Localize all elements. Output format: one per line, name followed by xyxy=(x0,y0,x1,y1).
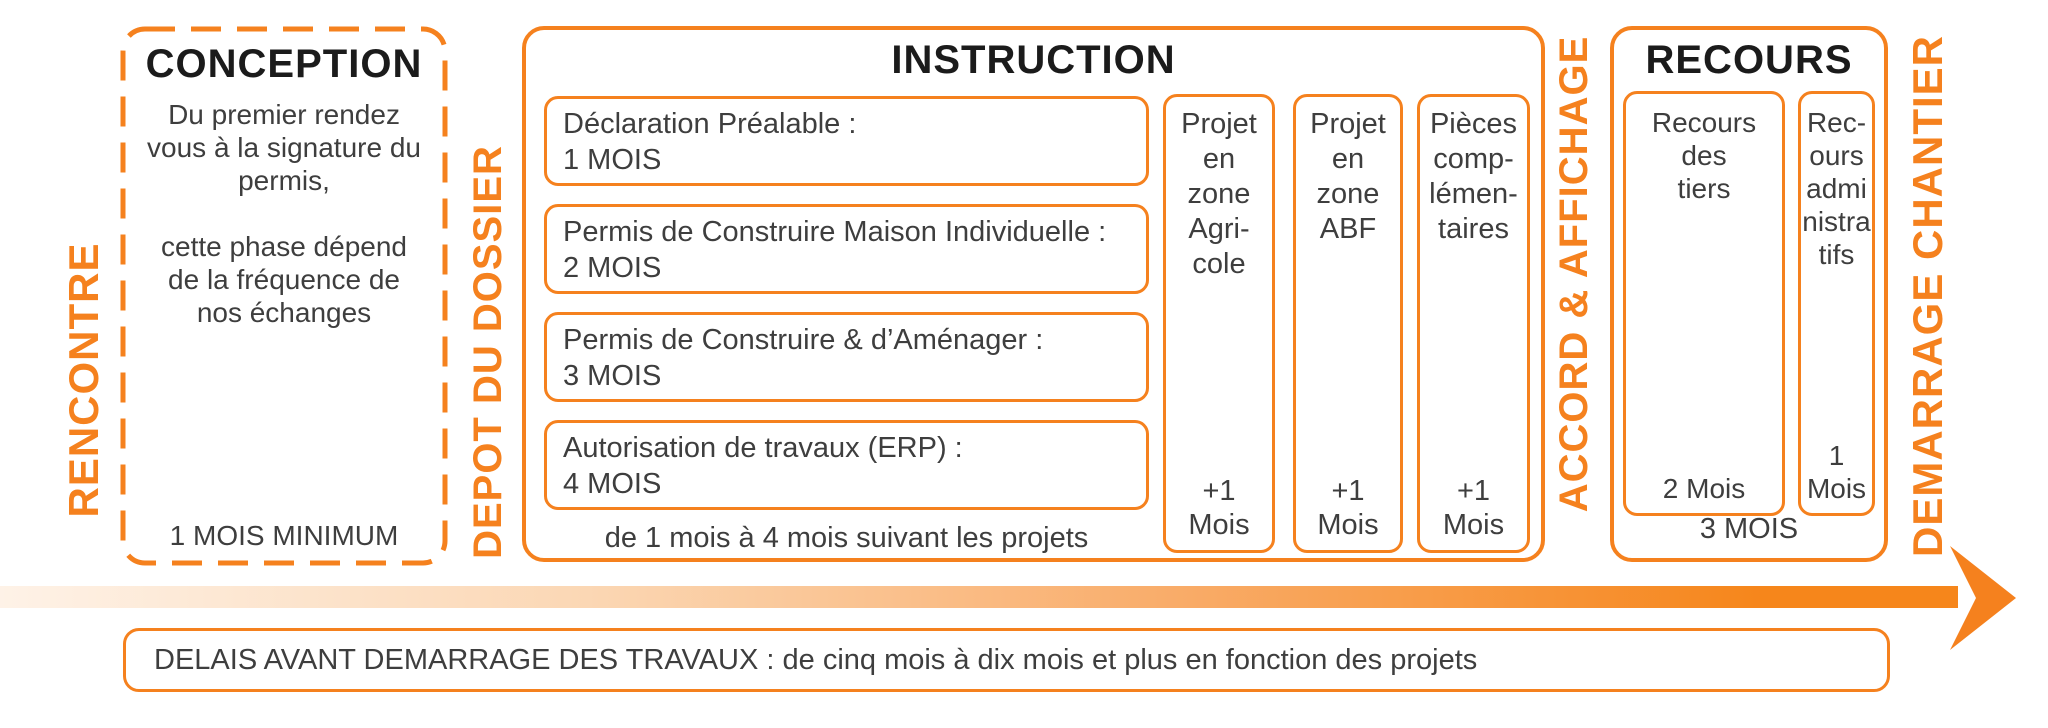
recours-title: RECOURS xyxy=(1645,38,1853,82)
side-box-label: Projet en zone ABF xyxy=(1296,97,1400,247)
recours-des-tiers-box: Recours des tiers 2 Mois xyxy=(1623,91,1785,516)
recours-box-label-line: tiers xyxy=(1677,173,1731,204)
side-box-extra-duration: +1 Mois xyxy=(1162,474,1276,542)
conception-description: Du premier rendez vous à la signature du… xyxy=(120,98,448,329)
side-box-extra-line: +1 xyxy=(1202,475,1236,507)
recours-box-label-line: admi xyxy=(1806,173,1867,204)
side-box-label-line: cole xyxy=(1192,248,1246,280)
stage-label-rencontre-text: RENCONTRE xyxy=(60,242,107,518)
recours-box-duration-line: 1 xyxy=(1828,440,1845,471)
instruction-item-duration: 2 MOIS xyxy=(563,252,662,284)
side-box-extra-duration: +1 Mois xyxy=(1416,474,1531,542)
instruction-item-label: Permis de Construire & d’Aménager : xyxy=(563,324,1044,356)
stage-label-rencontre: RENCONTRE xyxy=(59,160,109,600)
side-box-label-line: Agri- xyxy=(1188,213,1250,245)
side-box-extra-duration: +1 Mois xyxy=(1292,474,1404,542)
delais-note-box: DELAIS AVANT DEMARRAGE DES TRAVAUX : de … xyxy=(123,628,1890,692)
instruction-caption: de 1 mois à 4 mois suivant les projets xyxy=(604,522,1089,554)
instruction-item-label: Déclaration Préalable : xyxy=(563,108,857,140)
instruction-item-duration: 4 MOIS xyxy=(563,468,662,500)
instruction-item-label: Autorisation de travaux (ERP) : xyxy=(563,432,963,464)
conception-description-line: Du premier rendez xyxy=(168,99,400,130)
conception-title: CONCEPTION xyxy=(145,42,423,86)
instruction-item-permis-maison-individuelle: Permis de Construire Maison Individuelle… xyxy=(544,204,1149,294)
side-box-label-line: zone xyxy=(1187,178,1251,210)
side-box-label-line: Projet xyxy=(1310,108,1386,140)
instruction-box: INSTRUCTION Déclaration Préalable : 1 MO… xyxy=(522,26,1545,562)
side-box-extra-line: Mois xyxy=(1317,509,1379,541)
side-box-label: Pièces comp- lémen- taires xyxy=(1420,97,1527,247)
recours-box-label-line: tifs xyxy=(1818,239,1855,270)
stage-label-depot-du-dossier: DEPOT DU DOSSIER xyxy=(463,122,513,582)
recours-box: RECOURS Recours des tiers 2 Mois Rec- ou… xyxy=(1610,26,1888,562)
recours-box-label-line: Rec- xyxy=(1806,107,1867,138)
instruction-item-duration: 1 MOIS xyxy=(563,144,662,176)
side-box-extra-line: +1 xyxy=(1456,475,1491,507)
conception-duration: 1 MOIS MINIMUM xyxy=(169,520,399,551)
conception-description-line: de la fréquence de xyxy=(168,264,400,295)
side-box-zone-agricole: Projet en zone Agri- cole +1 Mois xyxy=(1163,94,1275,553)
stage-label-accord-text: ACCORD & AFFICHAGE xyxy=(1551,35,1596,513)
instruction-item-autorisation-travaux-erp: Autorisation de travaux (ERP) : 4 MOIS xyxy=(544,420,1149,510)
instruction-item-duration: 3 MOIS xyxy=(563,360,662,392)
instruction-item-permis-construire-amenager: Permis de Construire & d’Aménager : 3 MO… xyxy=(544,312,1149,402)
side-box-zone-abf: Projet en zone ABF +1 Mois xyxy=(1293,94,1403,553)
instruction-title: INSTRUCTION xyxy=(891,38,1176,82)
conception-description-line xyxy=(120,197,448,230)
side-box-label-line: comp- xyxy=(1433,143,1514,175)
side-box-extra-line: Mois xyxy=(1442,509,1505,541)
conception-description-line: nos échanges xyxy=(196,297,372,328)
recours-box-duration-line: 2 Mois xyxy=(1662,473,1746,504)
side-box-label-line: en xyxy=(1202,143,1236,175)
conception-box-dashed-border xyxy=(120,26,448,566)
side-box-label-line: Projet xyxy=(1181,108,1257,140)
conception-description-line: permis, xyxy=(238,165,330,196)
recours-box-label: Rec- ours admi nistra tifs xyxy=(1801,94,1872,271)
timeline-arrow-bar xyxy=(0,586,1958,608)
recours-box-label-line: Recours xyxy=(1651,107,1757,138)
instruction-item-label: Permis de Construire Maison Individuelle… xyxy=(563,216,1107,248)
conception-description-line: vous à la signature du xyxy=(147,132,421,163)
recours-box-label: Recours des tiers xyxy=(1626,94,1782,205)
recours-box-duration: 2 Mois xyxy=(1620,472,1788,505)
stage-label-depot-text: DEPOT DU DOSSIER xyxy=(465,145,510,559)
stage-label-demarrage-chantier: DEMARRAGE CHANTIER xyxy=(1903,16,1953,576)
recours-total-duration: 3 MOIS xyxy=(1699,513,1799,545)
stage-label-accord-affichage: ACCORD & AFFICHAGE xyxy=(1549,34,1599,514)
stage-label-demarrage-text: DEMARRAGE CHANTIER xyxy=(1904,35,1951,557)
side-box-label-line: ABF xyxy=(1319,213,1377,245)
side-box-label-line: lémen- xyxy=(1429,178,1518,210)
timeline-arrow-head-icon xyxy=(1950,546,2016,650)
conception-description-line: cette phase dépend xyxy=(161,231,407,262)
side-box-extra-line: +1 xyxy=(1331,475,1365,507)
recours-administratifs-box: Rec- ours admi nistra tifs 1 Mois xyxy=(1798,91,1875,516)
side-box-label-line: zone xyxy=(1316,178,1380,210)
recours-box-duration-line: Mois xyxy=(1806,473,1867,504)
side-box-extra-line: Mois xyxy=(1188,509,1250,541)
recours-box-label-line: des xyxy=(1681,140,1727,171)
side-box-label: Projet en zone Agri- cole xyxy=(1166,97,1272,282)
side-box-pieces-complementaires: Pièces comp- lémen- taires +1 Mois xyxy=(1417,94,1530,553)
recours-box-label-line: nistra xyxy=(1802,206,1871,237)
conception-box: CONCEPTION Du premier rendez vous à la s… xyxy=(120,26,448,566)
instruction-item-declaration-prealable: Déclaration Préalable : 1 MOIS xyxy=(544,96,1149,186)
recours-box-duration: 1 Mois xyxy=(1795,439,1878,505)
side-box-label-line: en xyxy=(1331,143,1365,175)
side-box-label-line: taires xyxy=(1438,213,1509,245)
delais-note-text: DELAIS AVANT DEMARRAGE DES TRAVAUX : de … xyxy=(154,643,1478,676)
recours-box-label-line: ours xyxy=(1809,140,1864,171)
side-box-label-line: Pièces xyxy=(1429,108,1518,140)
